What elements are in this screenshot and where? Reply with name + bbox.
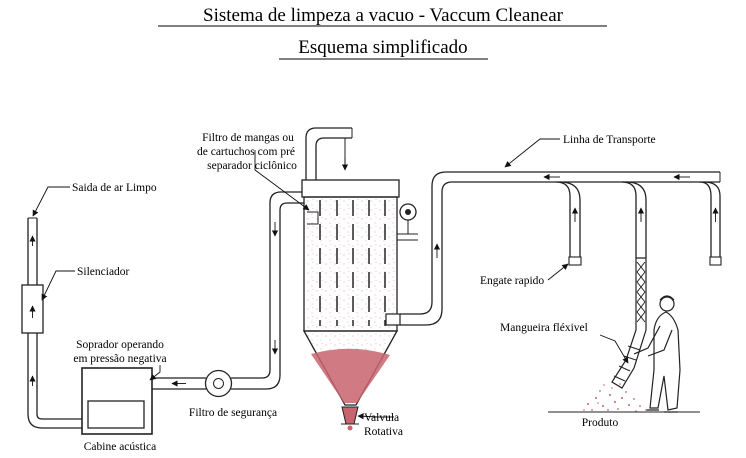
label-clean-air-outlet: Saida de ar Limpo — [72, 182, 157, 194]
exhaust-pipe — [27, 217, 82, 429]
product-accumulation — [311, 348, 390, 403]
label-blower-line2: em pressão negativa — [73, 353, 166, 365]
diagram-subtitle: Esquema simplificado — [298, 37, 467, 58]
rotary-valve — [341, 406, 359, 431]
transport-line — [400, 171, 722, 326]
label-product: Produto — [582, 417, 619, 429]
label-flexible-hose: Mangueira fléxivel — [500, 322, 588, 334]
acoustic-cabin — [81, 367, 153, 435]
label-bag-filter-line1: Filtro de mangas ou — [202, 132, 294, 144]
product-pile — [583, 383, 647, 412]
label-acoustic-cabin: Cabine acústica — [84, 441, 156, 453]
label-bag-filter-line2: de cartuchos com pré — [197, 146, 295, 158]
callout-leaders — [32, 138, 629, 420]
safety-filter — [204, 369, 233, 398]
flexible-hose — [611, 257, 647, 389]
label-quick-coupling: Engate rapido — [480, 275, 544, 287]
diagram-title: Sistema de limpeza a vacuo - Vaccum Clea… — [203, 5, 564, 26]
label-bag-filter-line3: separador ciclônico — [207, 160, 297, 172]
label-blower-line1: Soprador operando — [76, 339, 164, 351]
suction-pipe — [152, 191, 304, 390]
label-silencer: Silenciador — [77, 266, 130, 278]
label-rotary-valve-line1: Valvula — [364, 412, 399, 424]
label-transport-line: Linha de Transporte — [563, 134, 656, 146]
bag-filter — [301, 127, 418, 406]
label-safety-filter: Filtro de segurança — [189, 407, 277, 419]
operator-figure — [633, 295, 681, 413]
label-rotary-valve-line2: Rotativa — [364, 426, 403, 438]
